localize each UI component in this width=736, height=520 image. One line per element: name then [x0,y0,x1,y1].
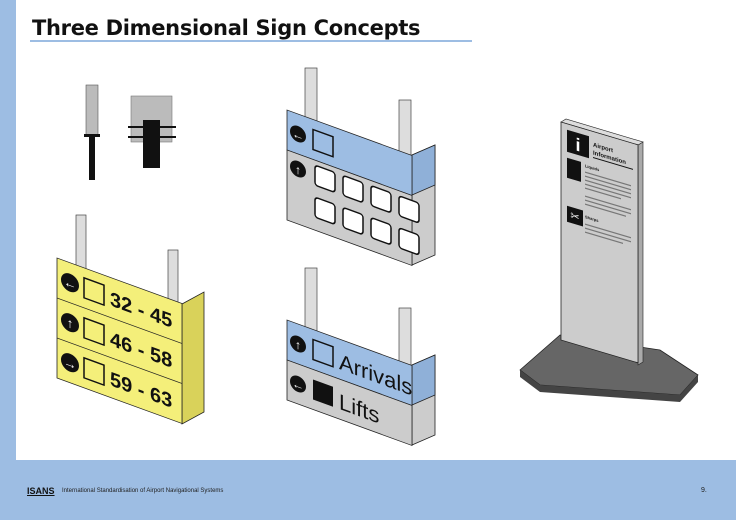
sign-illustrations: ← ↑ → 32 - 45 46 - 58 59 - 63 ← ↑ [56,67,699,447]
svg-text:←: ← [64,274,77,293]
tram-icon [398,195,420,223]
svg-text:↑: ↑ [295,337,301,353]
arrow-left-icon: ← [290,125,306,144]
taxi-icon [370,217,392,245]
parking-icon [342,207,364,235]
isans-logo: ISANS [27,486,55,496]
gate-icon [83,316,105,347]
svg-text:→: → [64,354,77,373]
pole-detail-side [84,84,100,180]
footer-text: International Standardisation of Airport… [62,488,224,494]
arrow-right-icon: → [61,353,79,373]
bottle-icon [567,157,581,182]
svg-text:←: ← [292,126,304,144]
car-icon [314,165,336,193]
transport-icon-sign: ← ↑ [286,67,436,267]
title-underline [30,40,472,42]
svg-text:↑: ↑ [67,315,73,332]
left-accent-strip [0,0,16,460]
svg-text:✂: ✂ [570,210,579,224]
arrow-left-icon: ← [290,375,306,394]
bus-icon [342,175,364,203]
svg-text:i: i [575,134,580,156]
scissors-icon [567,205,583,227]
page-number: 9. [701,487,707,494]
sharps-heading: Sharps [585,214,599,223]
arrow-up-icon: ↑ [61,313,79,333]
svg-text:←: ← [292,376,304,394]
arrow-up-icon: ↑ [290,160,306,178]
information-totem: i Airport Information Liquids ✂ Sharps [519,118,699,402]
parking-icon [314,197,336,225]
lift-icon [313,379,333,407]
pole-detail-front [128,95,176,168]
train-icon [370,185,392,213]
arrivals-icon [312,338,334,368]
footer-band [0,460,736,520]
svg-text:↑: ↑ [295,162,301,178]
info-icon [567,129,589,159]
liquids-heading: Liquids [585,163,600,172]
ferry-icon [398,227,420,255]
arrow-left-icon: ← [61,273,79,293]
page-title: Three Dimensional Sign Concepts [32,16,421,40]
gate-icon [83,276,105,307]
yellow-gate-sign: ← ↑ → 32 - 45 46 - 58 59 - 63 [56,214,205,425]
arrow-up-icon: ↑ [290,335,306,353]
arrivals-lifts-sign: ↑ ← Arrivals Lifts [286,267,436,447]
gate-icon [83,356,105,387]
departures-icon [312,128,334,158]
